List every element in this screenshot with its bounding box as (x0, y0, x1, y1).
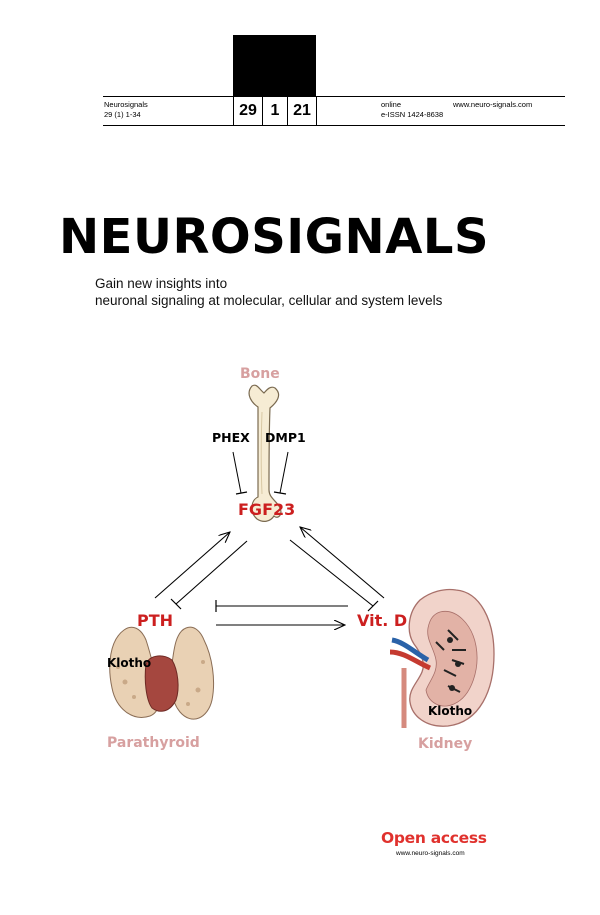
pth-to-fgf23-arrow (154, 532, 230, 599)
header-divider (262, 96, 263, 125)
header-divider (233, 96, 234, 125)
header-bottom-rule (103, 125, 565, 126)
klotho-parathyroid-label: Klotho (107, 656, 152, 670)
year-number: 21 (293, 102, 311, 119)
website-link[interactable]: www.neuro-signals.com (453, 100, 533, 109)
header-divider (287, 96, 288, 125)
fgf23-label: FGF23 (238, 500, 296, 519)
dmp1-label: DMP1 (265, 430, 306, 445)
online-label: online (381, 100, 402, 109)
volume-number: 29 (239, 102, 257, 119)
fgf23-inhibits-pth-line (175, 540, 248, 605)
tagline-line-1: Gain new insights into (95, 276, 228, 291)
bone-label: Bone (240, 366, 280, 382)
fgf23-inhibits-vitd-bar (367, 600, 379, 612)
open-access-url[interactable]: www.neuro-signals.com (396, 850, 465, 857)
cover-black-block (233, 35, 316, 96)
parathyroid-label: Parathyroid (107, 735, 200, 751)
fgf23-inhibits-vitd-line (289, 539, 374, 607)
kidney-icon (389, 588, 495, 728)
journal-name: Neurosignals (104, 100, 148, 109)
dmp1-inhibition-line (279, 451, 289, 494)
vitd-label: Vit. D (357, 611, 408, 630)
issue-number: 1 (270, 102, 280, 119)
header-divider (316, 96, 317, 125)
parathyroid-icon (109, 626, 215, 720)
phex-inhibition-bar (235, 491, 248, 495)
journal-citation: 29 (1) 1-34 (104, 110, 141, 119)
open-access-logo: Open access (381, 829, 487, 847)
pth-label: PTH (137, 611, 174, 630)
fgf23-inhibits-pth-bar (170, 598, 182, 610)
eissn: e-ISSN 1424-8638 (381, 110, 444, 119)
tagline-line-2: neuronal signaling at molecular, cellula… (95, 293, 443, 308)
header-top-rule (103, 96, 565, 97)
phex-inhibition-line (232, 451, 242, 494)
journal-title: NEUROSIGNALS (59, 209, 490, 265)
bone-icon (248, 384, 282, 522)
vitd-to-fgf23-arrow (300, 527, 385, 599)
phex-label: PHEX (212, 430, 250, 445)
klotho-kidney-label: Klotho (428, 704, 473, 718)
kidney-label: Kidney (418, 736, 473, 752)
dmp1-inhibition-bar (273, 491, 287, 495)
